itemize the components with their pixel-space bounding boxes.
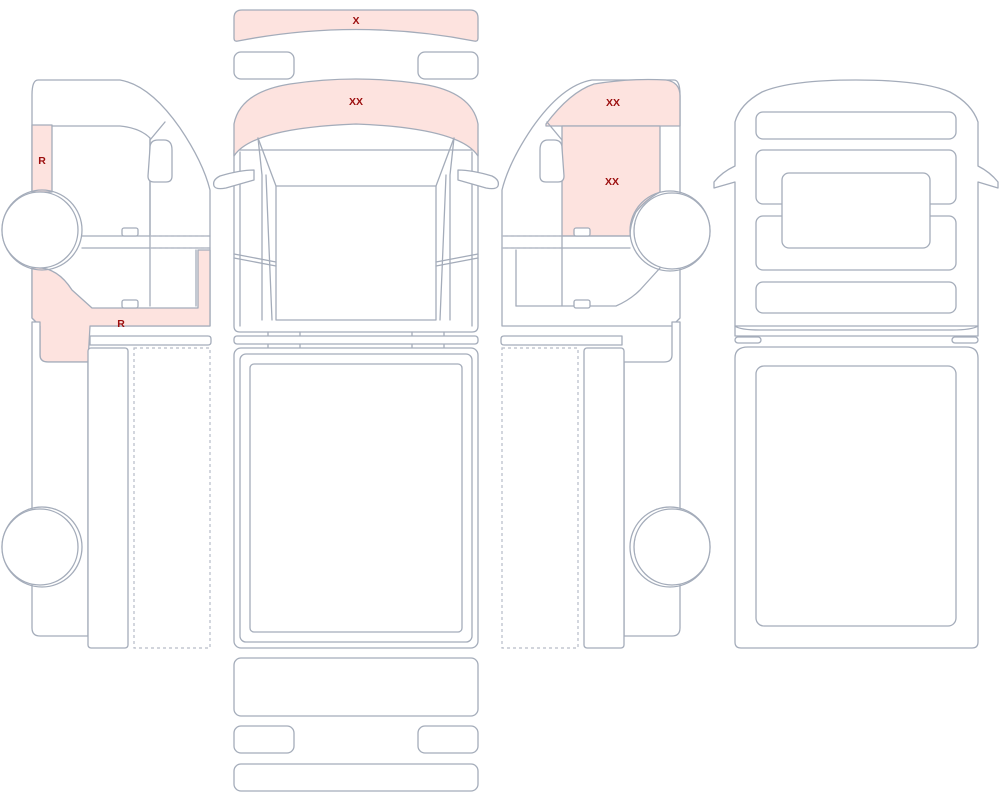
right-headlight[interactable] [417, 51, 479, 80]
roof-panel-1[interactable] [755, 111, 957, 140]
right-door-bottom [515, 249, 661, 307]
left-headlight[interactable] [233, 51, 295, 80]
right-front-wheel[interactable] [633, 192, 711, 270]
right-door-line [501, 235, 631, 249]
roof-join-right[interactable] [951, 336, 979, 344]
left-door-cut [150, 235, 210, 249]
roof-join-strip[interactable] [233, 335, 479, 345]
rear-door-top[interactable] [233, 657, 479, 717]
cargo-roof-middle [239, 353, 473, 643]
right-cargo-body[interactable] [623, 321, 681, 637]
left-taillight[interactable] [233, 725, 295, 754]
right-rear-wheel[interactable] [633, 508, 711, 586]
right-fender-label: XX [606, 97, 620, 109]
right-taillight[interactable] [417, 725, 479, 754]
left-front-wheel[interactable] [1, 191, 79, 269]
left-door-handle-lower[interactable] [121, 299, 139, 309]
windshield-frame [257, 137, 455, 187]
top-cab[interactable] [233, 149, 479, 333]
right-door-handle-upper[interactable] [573, 227, 591, 237]
right-cab-pillar [439, 137, 455, 321]
hood-zone[interactable] [233, 78, 479, 157]
left-sill-strip[interactable] [89, 335, 212, 346]
right-door-handle-lower[interactable] [573, 299, 591, 309]
right-sill-strip[interactable] [500, 335, 623, 346]
left-rocker-label: R [117, 318, 125, 330]
cargo-roof-outer[interactable] [233, 347, 479, 649]
right-sliding-door-open [501, 347, 579, 649]
left-door-handle-upper[interactable] [121, 227, 139, 237]
left-cab-pillar [257, 137, 273, 321]
left-window [51, 125, 151, 237]
front-bumper-label: X [352, 15, 359, 27]
left-side-view: R R [1, 79, 212, 649]
top-left-mirror[interactable] [212, 169, 255, 190]
top-view: X XX [212, 9, 500, 792]
hood-label: XX [349, 96, 363, 108]
left-sliding-door-open [133, 347, 211, 649]
left-rear-wheel[interactable] [1, 508, 79, 586]
rear-bumper[interactable] [233, 763, 479, 792]
left-a-pillar-label: R [38, 155, 46, 167]
left-mirror[interactable] [147, 139, 173, 183]
top-right-mirror[interactable] [457, 169, 500, 190]
right-fender-zone[interactable] [545, 78, 681, 127]
right-sliding-door[interactable] [583, 347, 625, 649]
roof-panel-4[interactable] [755, 281, 957, 314]
left-cargo-body[interactable] [31, 321, 89, 637]
right-mirror[interactable] [539, 139, 565, 183]
cab-roof-outline [275, 185, 437, 321]
right-front-door-label: XX [605, 176, 619, 188]
roof-join-left[interactable] [734, 336, 762, 344]
left-sliding-door[interactable] [87, 347, 129, 649]
front-bumper-zone[interactable] [233, 9, 479, 42]
roof-view [713, 79, 999, 649]
left-a-pillar-zone[interactable] [31, 124, 53, 193]
roof-hatch[interactable] [781, 172, 931, 249]
cargo-roof-inner [249, 363, 463, 633]
right-side-view: XX XX [500, 78, 711, 649]
roof-rear-panel[interactable] [755, 365, 957, 627]
right-door-cut [502, 235, 562, 249]
roof-waist-joint [734, 325, 979, 337]
